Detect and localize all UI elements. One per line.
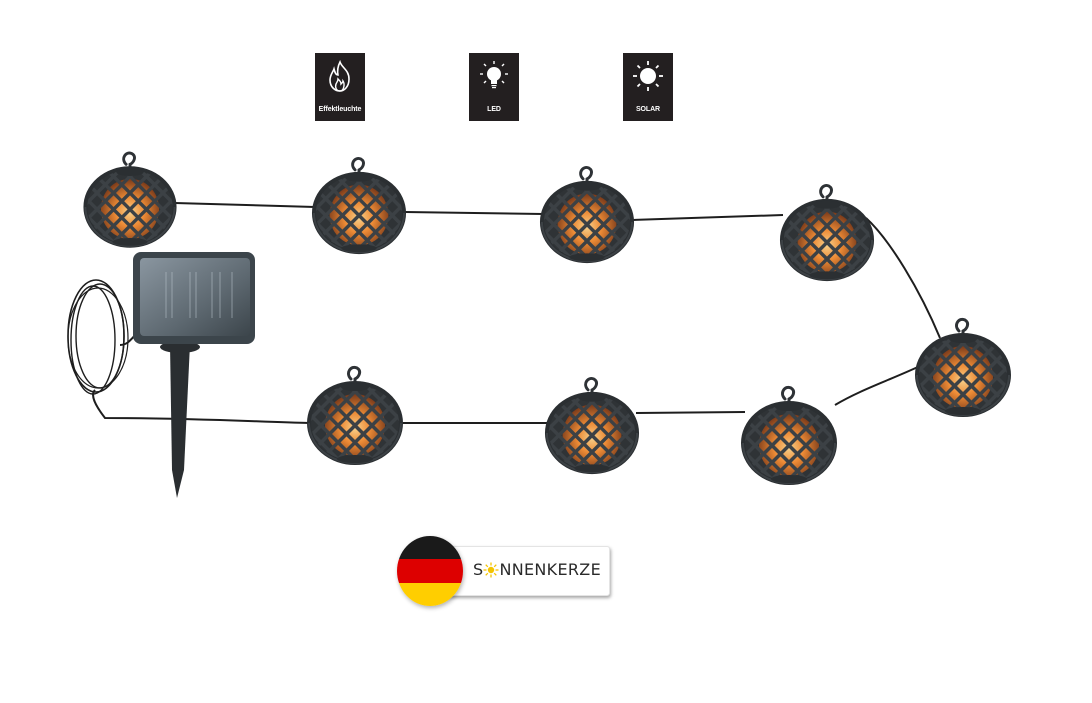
lantern [544, 376, 640, 475]
badge-label: Effektleuchte [318, 106, 362, 113]
sun-icon [483, 562, 499, 577]
cable [67, 202, 941, 424]
lantern [779, 183, 875, 282]
effect-light-badge: Effektleuchte [315, 53, 365, 121]
solar-panel [133, 252, 255, 498]
flame-icon [329, 59, 350, 92]
led-badge: LED [469, 53, 519, 121]
germany-flag [397, 536, 463, 606]
lantern [915, 317, 1011, 417]
lantern [307, 365, 403, 465]
badge-label: LED [487, 106, 501, 113]
brand-label-box [437, 546, 610, 596]
lantern [311, 156, 407, 255]
sun-icon [633, 61, 663, 91]
brand-logo: S NNENKERZE [397, 536, 617, 606]
lantern [741, 385, 837, 485]
brand-name: S NNENKERZE [473, 560, 601, 579]
badge-label: SOLAR [635, 106, 660, 113]
solar-badge: SOLAR [623, 53, 673, 121]
lantern [83, 151, 177, 248]
lantern [539, 165, 635, 264]
led-bulb-icon [480, 61, 508, 89]
